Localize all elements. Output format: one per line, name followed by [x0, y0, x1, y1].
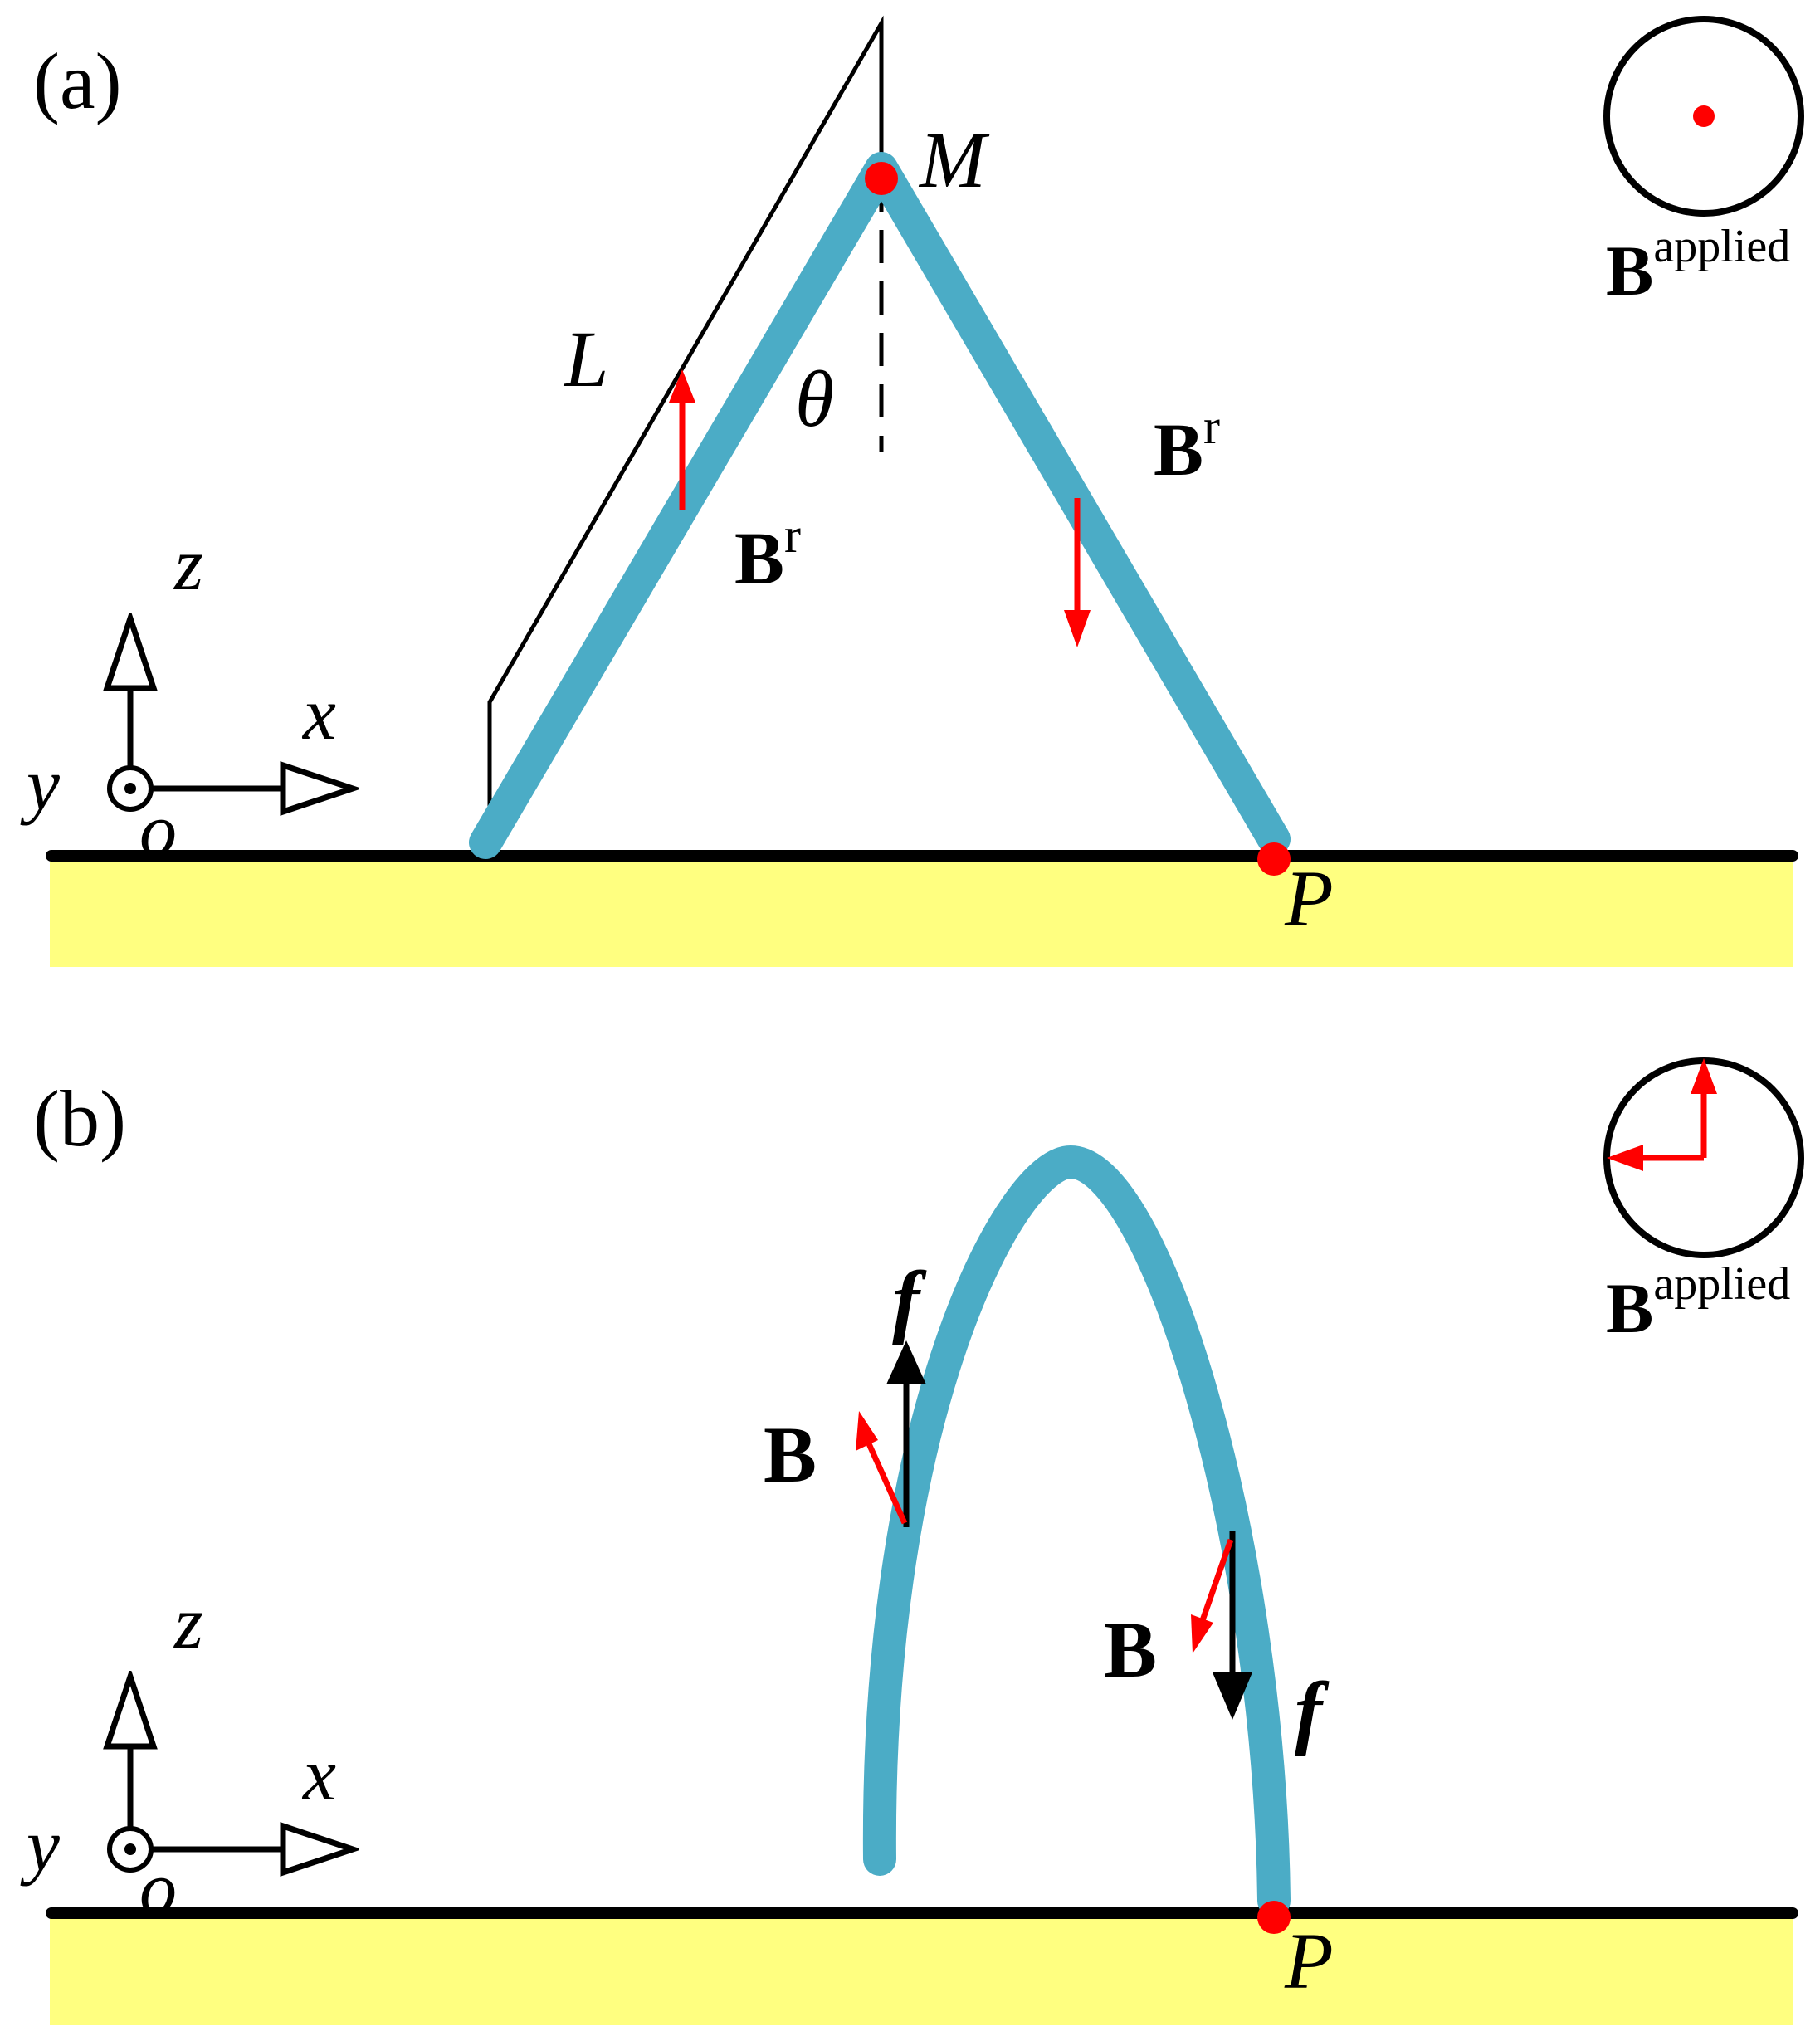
b-label-left: B	[764, 1410, 817, 1499]
b-field-arrow-right	[1191, 1538, 1234, 1653]
panel-a-label: (a)	[33, 37, 122, 125]
axis-y-label-b: y	[20, 1804, 60, 1887]
beam-curved	[862, 1145, 1291, 1917]
br-label-left-sup: r	[784, 508, 801, 563]
panel-b: (b) P B B f f Bapplied z x y o	[20, 1057, 1804, 2025]
f-label-right: f	[1295, 1665, 1330, 1757]
f-label-left: f	[892, 1254, 927, 1346]
point-p-label-b: P	[1284, 1916, 1334, 2005]
panel-b-label: (b)	[33, 1074, 126, 1163]
panel-a: (a) M P L θ Br Br Bapplied z x y o	[20, 15, 1804, 967]
substrate-b	[50, 1913, 1793, 2025]
length-dimension-line	[487, 15, 884, 845]
force-arrow-up	[886, 1340, 926, 1527]
applied-field-circle-a	[1603, 16, 1804, 217]
magnetization-arrow-down	[1064, 498, 1091, 647]
angle-label: θ	[795, 354, 834, 443]
applied-field-rotation-arrows	[1607, 1058, 1717, 1171]
br-label-right: Br	[1154, 399, 1220, 491]
axis-z-label-a: z	[173, 524, 203, 606]
b-label-right: B	[1104, 1605, 1157, 1694]
axis-z-label-b: z	[173, 1582, 203, 1664]
point-m-label: M	[918, 115, 990, 204]
length-label: L	[563, 315, 608, 403]
axes-a: z x y o	[20, 524, 353, 872]
point-p-marker-a	[1257, 842, 1291, 876]
axis-origin-label-a: o	[139, 789, 177, 872]
axis-x-label-b: x	[301, 1734, 336, 1816]
b-field-arrow-left	[856, 1411, 908, 1525]
magnetization-arrow-up	[669, 369, 695, 510]
point-m-marker	[865, 162, 898, 195]
applied-field-label-a: Bapplied	[1606, 221, 1790, 310]
applied-field-label-a-sup: applied	[1653, 221, 1790, 272]
force-arrow-down	[1213, 1531, 1252, 1720]
applied-field-dot	[1693, 105, 1715, 127]
axis-origin-label-b: o	[139, 1848, 177, 1930]
br-label-left: Br	[734, 508, 801, 600]
applied-field-label-b-sup: applied	[1653, 1258, 1790, 1310]
point-p-marker-b	[1257, 1901, 1291, 1934]
axes-b: z x y o	[20, 1582, 353, 1930]
point-p-label-a: P	[1284, 854, 1334, 943]
axis-y-label-a: y	[20, 744, 60, 826]
applied-field-label-b: Bapplied	[1606, 1258, 1790, 1348]
br-label-right-sup: r	[1203, 399, 1220, 454]
substrate-a	[50, 855, 1793, 967]
axis-x-label-a: x	[301, 673, 336, 755]
